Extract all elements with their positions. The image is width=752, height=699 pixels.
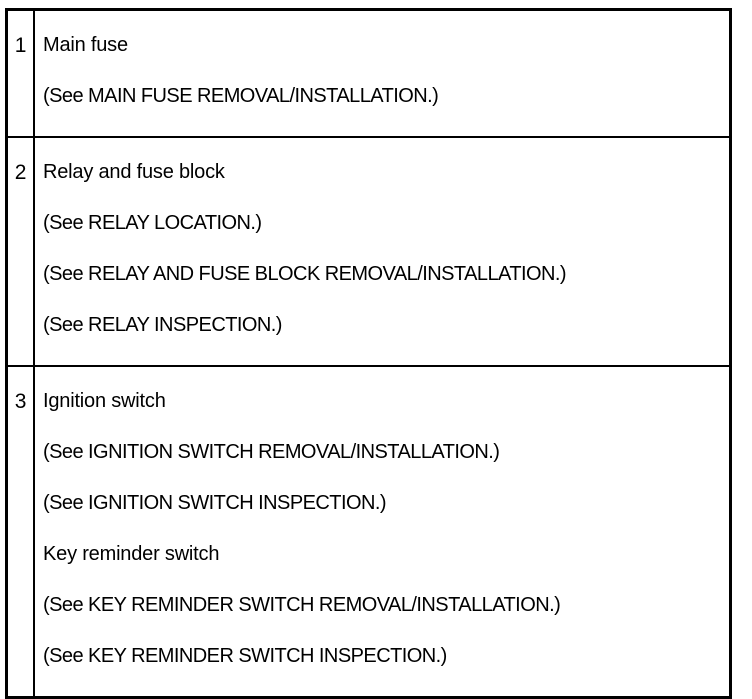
row-content-cell: Ignition switch (See IGNITION SWITCH REM… [34, 366, 731, 698]
component-name: Ignition switch [43, 390, 166, 412]
procedure-reference[interactable]: (See KEY REMINDER SWITCH INSPECTION.) [43, 645, 447, 667]
table-row: 3 Ignition switch (See IGNITION SWITCH R… [6, 366, 731, 698]
procedure-reference[interactable]: (See MAIN FUSE REMOVAL/INSTALLATION.) [43, 85, 439, 107]
procedure-reference[interactable]: (See RELAY LOCATION.) [43, 212, 262, 234]
component-name: Relay and fuse block [43, 161, 225, 183]
procedure-reference[interactable]: (See IGNITION SWITCH INSPECTION.) [43, 492, 387, 514]
component-reference-table: 1 Main fuse (See MAIN FUSE REMOVAL/INSTA… [5, 8, 732, 699]
row-number-cell: 2 [6, 137, 35, 366]
component-name: Main fuse [43, 34, 128, 56]
table-row: 1 Main fuse (See MAIN FUSE REMOVAL/INSTA… [6, 9, 731, 138]
row-content-cell: Main fuse (See MAIN FUSE REMOVAL/INSTALL… [34, 10, 731, 138]
row-content-cell: Relay and fuse block (See RELAY LOCATION… [34, 137, 731, 366]
row-number-cell: 1 [6, 9, 35, 137]
procedure-reference[interactable]: (See RELAY AND FUSE BLOCK REMOVAL/INSTAL… [43, 263, 567, 285]
row-number-cell: 3 [6, 366, 35, 698]
procedure-reference[interactable]: (See RELAY INSPECTION.) [43, 314, 282, 336]
table-body: 1 Main fuse (See MAIN FUSE REMOVAL/INSTA… [6, 9, 731, 698]
table-row: 2 Relay and fuse block (See RELAY LOCATI… [6, 137, 731, 366]
component-name: Key reminder switch [43, 543, 220, 565]
procedure-reference[interactable]: (See IGNITION SWITCH REMOVAL/INSTALLATIO… [43, 441, 500, 463]
page-canvas: 1 Main fuse (See MAIN FUSE REMOVAL/INSTA… [5, 8, 732, 699]
procedure-reference[interactable]: (See KEY REMINDER SWITCH REMOVAL/INSTALL… [43, 594, 561, 616]
